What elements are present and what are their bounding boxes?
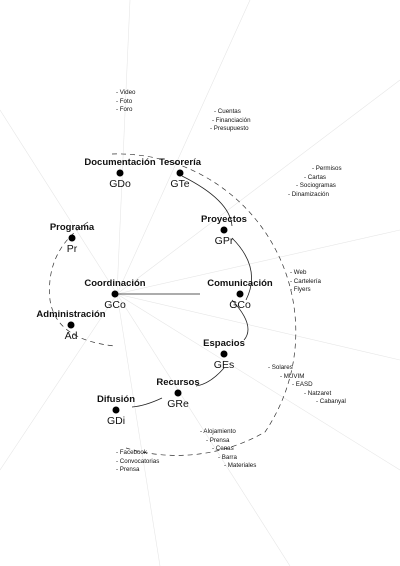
node-title: Espacios — [203, 338, 245, 349]
sublist-item: - Dinamización — [288, 190, 329, 198]
sublist-item: - Natzaret — [304, 389, 332, 397]
radial-guide — [116, 293, 161, 566]
node-title: Tesorería — [158, 157, 202, 168]
sublist-tesoreria: - Cuentas- Financiación- Presupuesto — [210, 108, 253, 134]
node-code: GRe — [167, 398, 189, 410]
dashed-connectors — [49, 153, 297, 456]
sublist-item: - Cuentas — [214, 108, 241, 115]
radial-guide — [116, 0, 251, 295]
node-dot — [68, 234, 76, 242]
node-title: Administración — [36, 309, 106, 320]
sublist-item: - Video — [116, 89, 136, 96]
sublist-item: - Presupuesto — [210, 125, 249, 133]
node-code: Ad — [64, 330, 78, 342]
arc-proyectos-comunicacion — [231, 237, 252, 301]
node-title: Recursos — [156, 377, 200, 388]
solid-connectors — [117, 175, 252, 408]
sublist-item: - Facebook — [116, 449, 147, 456]
sublist-item: - Sociogramas — [296, 182, 336, 190]
sublist-item: - Cartelería — [290, 277, 321, 285]
sublist-recursos: - Alojamiento- Prensa- Cenas- Barra- Mat… — [200, 428, 256, 471]
node-dot — [236, 290, 244, 298]
sublist-documentacion: - Video- Foto- Foro — [116, 89, 136, 115]
node-code: GPr — [214, 235, 234, 247]
node-title: Programa — [49, 222, 95, 233]
node-code: GCo — [229, 299, 251, 311]
radial-guide — [116, 79, 400, 295]
sublist-comunicacion: - Web- Cartelería- Flyers — [290, 269, 321, 295]
arc-comunicacion-espacios — [231, 299, 249, 341]
node-title: Difusión — [97, 394, 135, 405]
sublist-item: - Prensa — [116, 466, 140, 474]
radial-guide — [116, 293, 291, 566]
node-dot — [174, 389, 182, 397]
node-dot — [220, 350, 228, 358]
node-dot — [67, 321, 75, 329]
sublist-item: - Cenas — [212, 445, 234, 453]
node-dot — [116, 169, 124, 177]
sublist-item: - Solares — [268, 364, 293, 371]
sublist-item: - Foro — [116, 106, 133, 114]
sublist-item: - Permisos — [312, 165, 342, 172]
sublist-item: - Barra — [218, 453, 237, 461]
radial-guide — [116, 229, 400, 295]
sublist-espacios: - Solares- MUVIM- EASD- Natzaret- Cabany… — [268, 364, 346, 407]
node-title: Comunicación — [207, 278, 273, 289]
sublist-item: - MUVIM — [280, 372, 305, 380]
node-code: GTe — [170, 178, 190, 190]
node-dot — [112, 406, 120, 414]
node-title: Documentación — [84, 157, 156, 168]
outer-dashed-arc — [111, 153, 297, 456]
sublist-proyectos: - Permisos- Cartas- Sociogramas- Dinamiz… — [288, 165, 353, 199]
radial-guide — [0, 293, 118, 471]
radial-guide — [116, 293, 400, 471]
sublist-item: - Cabanyal — [316, 398, 346, 406]
sublist-item: - EASD — [292, 381, 313, 389]
arc-recursos-difusion — [131, 397, 163, 408]
sublist-item: - Convocatorias — [116, 457, 160, 465]
sublist-item: - Prensa — [206, 436, 230, 444]
node-dot — [111, 290, 119, 298]
node-code: GCo — [104, 299, 126, 311]
node-code: GDi — [106, 415, 126, 427]
sublist-item: - Financiación — [212, 116, 251, 124]
left-dashed-arc — [49, 221, 116, 347]
radial-guide — [116, 0, 131, 295]
node-title: Proyectos — [201, 214, 247, 225]
node-code: GEs — [213, 359, 235, 371]
node-dot — [176, 169, 184, 177]
node-code: GDo — [109, 178, 131, 190]
arc-espacios-recursos — [195, 367, 225, 387]
radial-guide — [116, 293, 400, 361]
sublist-item: - Cartas — [304, 173, 327, 181]
radial-guide — [0, 109, 118, 295]
sublist-item: - Web — [290, 269, 307, 276]
sublist-item: - Materiales — [224, 462, 257, 470]
arc-tesoreria-proyectos — [181, 175, 233, 227]
sublist-item: - Alojamiento — [200, 428, 236, 435]
node-title: Coordinación — [84, 278, 146, 289]
sublist-item: - Foto — [116, 97, 133, 105]
sublist-item: - Flyers — [290, 286, 311, 294]
node-code: Pr — [66, 243, 78, 255]
node-dot — [220, 226, 228, 234]
sublist-difusion: - Facebook- Convocatorias- Prensa — [116, 449, 159, 475]
